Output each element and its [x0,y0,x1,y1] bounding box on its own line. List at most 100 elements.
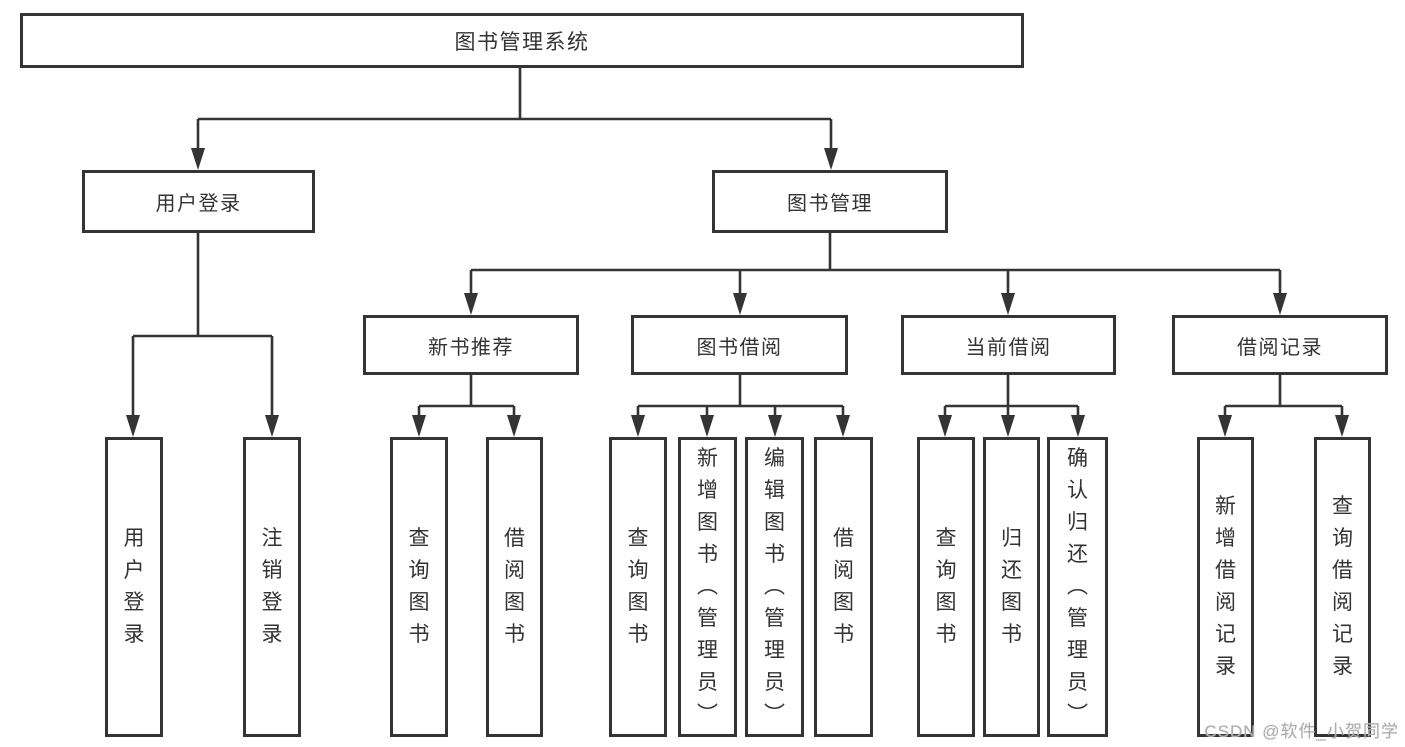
arrow-down-icon [1001,415,1015,437]
arrow-down-icon [1218,415,1232,437]
csdn-watermark: CSDN @软件_小贺同学 [1204,722,1399,741]
leaf-label-char: 查 [935,527,957,550]
leaf-label-char: 员 [764,671,785,694]
leaf-label-char: 询 [1332,527,1353,550]
leaf-label-char: 借 [1332,559,1353,582]
leaf-label-char: 理 [697,639,718,662]
leaf-label-char: 销 [261,559,283,582]
leaf-label-char: 注 [261,527,283,550]
leaf-label-char: 书 [1001,623,1022,646]
node-root: 图书管理系统 [20,13,1024,68]
leaf-label-char: 借 [1215,559,1236,582]
leaf-label-char: 还 [1001,559,1022,582]
arrow-down-icon [836,415,850,437]
arrow-down-icon [1071,415,1085,437]
arrow-down-icon [1335,415,1349,437]
leaf-label-char: 书 [697,543,718,566]
arrow-down-icon [126,415,140,437]
leaf-label-char: 阅 [504,559,525,582]
arrow-down-icon [631,415,645,437]
leaf-label-char: ︶ [1067,703,1088,726]
leaf-label-char: 查 [627,527,649,550]
leaf-add-borrow-record: 新增借阅记录 [1197,437,1254,737]
arrow-down-icon [1273,293,1287,315]
leaf-borrow-books: 借阅图书 [814,437,873,737]
leaf-label-char: 编 [764,447,785,470]
leaf-label-char: 管 [764,607,785,630]
leaf-label-char: 阅 [833,559,854,582]
leaf-label-char: 管 [1067,607,1088,630]
leaf-label-char: 书 [408,623,430,646]
leaf-label-char: 书 [833,623,854,646]
leaf-label-char: 理 [764,639,785,662]
connector-paths [131,68,1344,424]
leaf-label-char: ︶ [764,703,785,726]
leaf-label-char: 书 [627,623,649,646]
connector-userlogin-to-leaves [131,233,274,424]
leaf-label-char: 记 [1332,623,1353,646]
leaf-borrow-books-recommend: 借阅图书 [486,437,543,737]
node-new-book-recommend: 新书推荐 [363,315,579,375]
leaf-query-books-current: 查询图书 [917,437,975,737]
leaf-label-char: 认 [1067,479,1088,502]
leaf-label-char: 借 [504,527,525,550]
leaf-label-char: 录 [1332,655,1353,678]
leaf-label-char: 管 [697,607,718,630]
leaf-label-char: 图 [408,591,430,614]
arrow-down-icon [464,293,478,315]
leaf-label-char: 记 [1215,623,1236,646]
node-user-login: 用户登录 [82,170,315,233]
leaf-label-char: ︵ [697,575,718,598]
arrow-down-icon [700,415,714,437]
arrow-down-icon [412,415,426,437]
arrow-down-icon [938,415,952,437]
arrow-down-icon [191,148,205,170]
leaf-label-char: 书 [504,623,525,646]
arrow-down-icon [824,148,838,170]
leaf-edit-book-admin: 编辑图书︵管理员︶ [745,437,804,737]
leaf-query-books-recommend: 查询图书 [390,437,448,737]
leaf-label-char: 员 [697,671,718,694]
leaf-label-char: 阅 [1215,591,1236,614]
leaf-label-char: 员 [1067,671,1088,694]
leaf-label-char: 查 [408,527,430,550]
leaf-label-char: ︶ [697,703,718,726]
connector-bookmgmt-to-level3 [469,233,1282,297]
arrow-down-icon [507,415,521,437]
leaf-label-char: 图 [697,511,718,534]
leaf-label-char: 借 [833,527,854,550]
leaf-label-char: 阅 [1332,591,1353,614]
leaf-query-borrow-record: 查询借阅记录 [1314,437,1371,737]
leaf-label-char: 书 [935,623,957,646]
leaf-label-char: 录 [261,623,283,646]
leaf-label-char: 还 [1067,543,1088,566]
leaf-label-char: 图 [1001,591,1022,614]
leaf-label-char: 录 [1215,655,1236,678]
arrow-down-icon [733,293,747,315]
connector-bookborrow-to-leaves [636,375,845,424]
leaf-confirm-return-admin: 确认归还︵管理员︶ [1047,437,1108,737]
leaf-label-char: 查 [1332,495,1353,518]
leaf-label-char: ︵ [764,575,785,598]
leaf-add-book-admin: 新增图书 ︵ 管理员 ︶ [678,437,737,737]
leaf-label-char: 增 [697,479,718,502]
leaf-label-char: 图 [627,591,649,614]
connector-root-to-level2 [196,68,833,152]
leaf-label-char: 新 [697,447,718,470]
node-current-borrow: 当前借阅 [901,315,1116,375]
leaf-label-char: 登 [261,591,283,614]
arrow-down-icon [768,415,782,437]
leaf-label-char: 归 [1001,527,1022,550]
leaf-label-char: 图 [935,591,957,614]
leaf-label-char: 询 [408,559,430,582]
leaf-label-char: 增 [1215,527,1236,550]
leaf-label-char: 归 [1067,511,1088,534]
connector-newbook-to-leaves [417,375,516,424]
leaf-label-char: 图 [504,591,525,614]
arrow-down-icon [265,415,279,437]
leaf-label-char: 图 [833,591,854,614]
leaf-logout: 注销登录 [243,437,301,737]
leaf-label-char: 录 [123,623,145,646]
